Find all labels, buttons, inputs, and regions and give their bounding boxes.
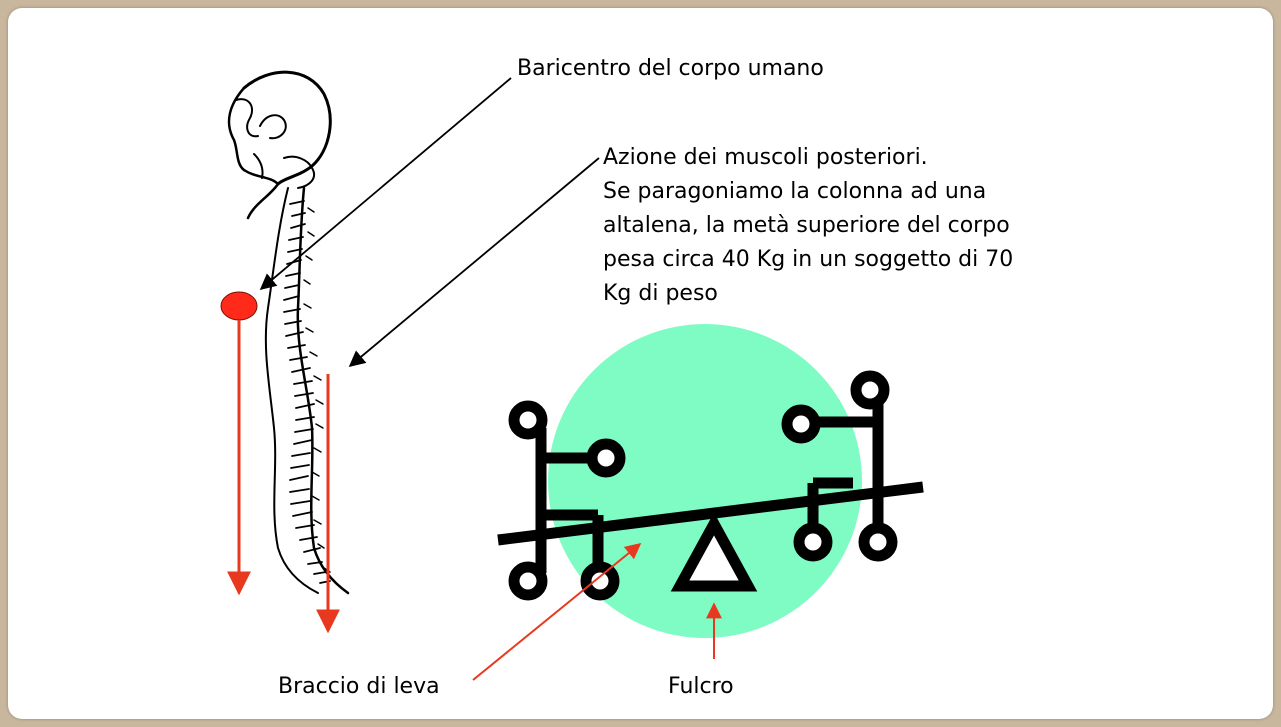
seesaw-illustration [473,324,923,680]
muscle-action-label: Azione dei muscoli posteriori. Se parago… [603,141,1013,311]
slide: Baricentro del corpo umano Azione dei mu… [8,8,1273,719]
skeleton-illustration [229,72,348,593]
fulcrum-label: Fulcro [668,670,734,704]
muscle-action-line: Se paragoniamo la colonna ad una [603,175,1013,209]
diagram-canvas [8,8,1273,719]
muscle-action-pointer [350,158,599,366]
lever-arm-label: Braccio di leva [278,670,440,704]
muscle-action-line: pesa circa 40 Kg in un soggetto di 70 [603,243,1013,277]
center-of-gravity-label: Baricentro del corpo umano [517,52,824,86]
center-of-gravity-dot [221,292,257,320]
spine-icon [266,188,348,593]
muscle-action-line: Kg di peso [603,277,1013,311]
center-of-gravity-pointer [261,78,511,289]
muscle-action-line: Azione dei muscoli posteriori. [603,141,1013,175]
skull-icon [229,72,330,218]
vertebrae-processes [304,208,330,572]
muscle-action-line: altalena, la metà superiore del corpo [603,209,1013,243]
lever-arm-pointer [473,544,640,680]
